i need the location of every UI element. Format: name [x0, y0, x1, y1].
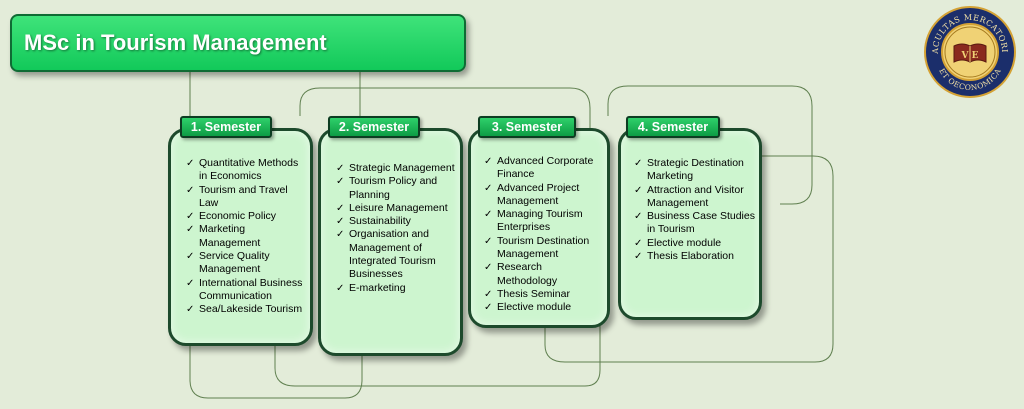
- check-icon: ✓: [186, 184, 195, 196]
- course-item: ✓Strategic Destination Marketing: [634, 157, 744, 183]
- check-icon: ✓: [634, 237, 643, 249]
- semester-3-card: ✓Advanced Corporate Finance ✓Advanced Pr…: [468, 128, 610, 328]
- course-item: ✓Quantitative Methods in Economics: [186, 157, 299, 183]
- course-item: ✓Service Quality Management: [186, 250, 270, 276]
- semester-1-card: ✓Quantitative Methods in Economics ✓Tour…: [168, 128, 313, 346]
- connector-loop-3: [274, 320, 601, 387]
- check-icon: ✓: [336, 282, 345, 294]
- check-icon: ✓: [186, 304, 195, 316]
- course-item: ✓Business Case Studies in Tourism: [634, 210, 755, 236]
- check-icon: ✓: [186, 224, 195, 236]
- course-item: ✓Attraction and Visitor Management: [634, 183, 744, 209]
- check-icon: ✓: [484, 288, 493, 300]
- check-icon: ✓: [336, 163, 345, 174]
- seal-center-text: V E: [961, 51, 979, 61]
- course-item: ✓Thesis Elaboration: [634, 250, 734, 263]
- check-icon: ✓: [634, 158, 643, 169]
- course-item: ✓Tourism and Travel Law: [186, 183, 288, 209]
- connector-loop-4: [544, 155, 834, 363]
- check-icon: ✓: [484, 302, 493, 314]
- course-item: ✓Sustainability: [336, 215, 411, 228]
- course-item: ✓Tourism Destination Management: [484, 234, 590, 261]
- check-icon: ✓: [484, 156, 493, 167]
- semester-4-card: ✓Strategic Destination Marketing ✓Attrac…: [618, 128, 762, 320]
- check-icon: ✓: [336, 202, 345, 214]
- title-banner: MSc in Tourism Management: [10, 14, 466, 72]
- course-item: ✓Thesis Seminar: [484, 287, 570, 300]
- page-title: MSc in Tourism Management: [24, 30, 327, 55]
- course-item: ✓International Business Communication: [186, 276, 303, 302]
- check-icon: ✓: [186, 277, 195, 289]
- check-icon: ✓: [484, 262, 493, 274]
- semester-4-label: 4. Semester: [626, 116, 720, 138]
- semester-2-course-list: ✓Strategic Management ✓Tourism Policy an…: [336, 162, 456, 295]
- semester-2-card: ✓Strategic Management ✓Tourism Policy an…: [318, 128, 463, 356]
- semester-2-label: 2. Semester: [328, 116, 420, 138]
- connector-loop-1: [189, 340, 363, 399]
- connector-loop-5: [607, 85, 813, 205]
- course-item: ✓Sea/Lakeside Tourism: [186, 303, 303, 316]
- course-item: ✓Tourism Policy and Planning: [336, 175, 438, 201]
- course-item: ✓Organisation and Management of Integrat…: [336, 228, 436, 281]
- check-icon: ✓: [336, 229, 345, 241]
- course-item: ✓Economic Policy: [186, 210, 277, 223]
- course-item: ✓Elective module: [484, 301, 572, 314]
- check-icon: ✓: [634, 211, 643, 223]
- course-item: ✓Elective module: [634, 236, 722, 249]
- course-item: ✓Leisure Management: [336, 201, 448, 214]
- course-item: ✓Research Methodology: [484, 261, 558, 287]
- course-item: ✓Marketing Management: [186, 223, 261, 249]
- course-item: ✓Advanced Corporate Finance: [484, 155, 594, 181]
- check-icon: ✓: [484, 209, 493, 221]
- connector-loop-2: [299, 87, 591, 128]
- semester-1-label: 1. Semester: [180, 116, 272, 138]
- check-icon: ✓: [484, 235, 493, 247]
- course-item: ✓Advanced Project Management: [484, 181, 580, 207]
- check-icon: ✓: [336, 216, 345, 228]
- course-item: ✓Strategic Management: [336, 162, 455, 174]
- check-icon: ✓: [336, 176, 345, 188]
- semester-1-course-list: ✓Quantitative Methods in Economics ✓Tour…: [186, 157, 306, 317]
- semester-3-label: 3. Semester: [478, 116, 576, 138]
- semester-3-course-list: ✓Advanced Corporate Finance ✓Advanced Pr…: [484, 155, 603, 315]
- check-icon: ✓: [186, 158, 195, 169]
- check-icon: ✓: [634, 251, 643, 263]
- course-item: ✓E-marketing: [336, 281, 406, 294]
- semester-4-course-list: ✓Strategic Destination Marketing ✓Attrac…: [634, 157, 755, 263]
- check-icon: ✓: [634, 184, 643, 196]
- check-icon: ✓: [186, 251, 195, 263]
- faculty-seal-logo: FACULTAS MERCATORIA ET OECONOMICA V E: [924, 6, 1016, 98]
- check-icon: ✓: [186, 211, 195, 223]
- check-icon: ✓: [484, 182, 493, 194]
- course-item: ✓Managing Tourism Enterprises: [484, 208, 583, 234]
